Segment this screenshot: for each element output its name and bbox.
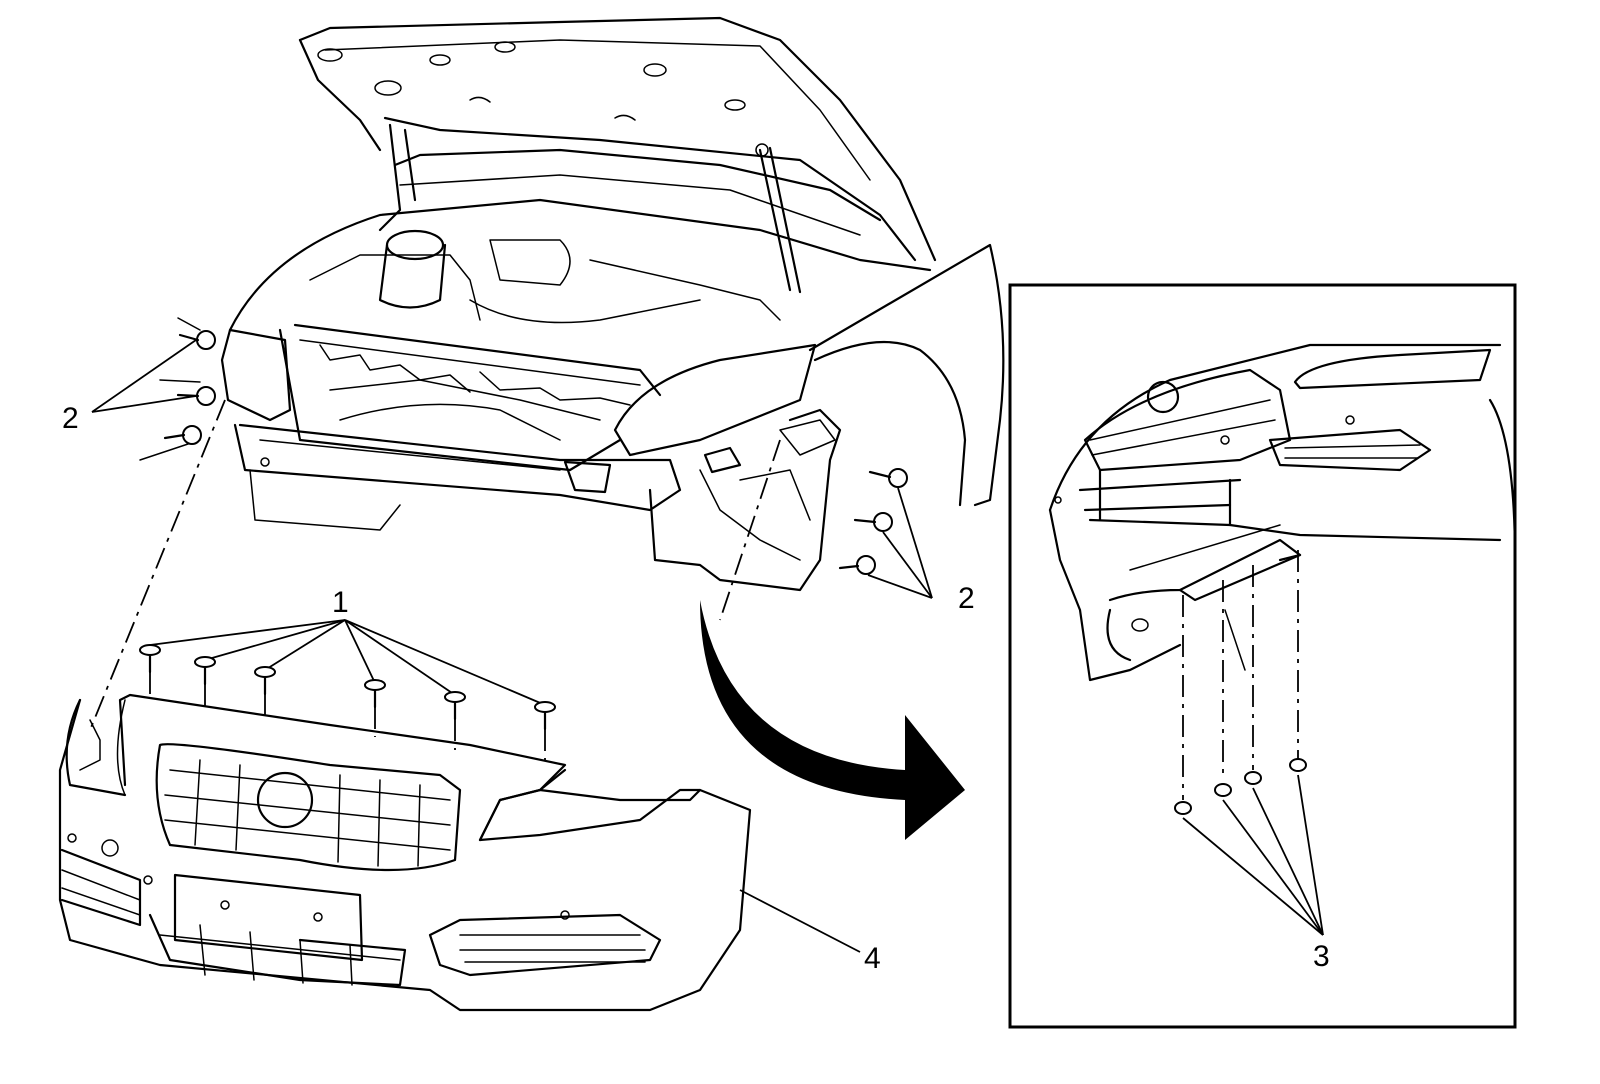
- detail-view-arrow-icon: [700, 600, 965, 840]
- open-hood: [298, 16, 937, 294]
- push-pin-icon: [139, 644, 556, 731]
- callout-1: 1: [332, 586, 349, 619]
- callout-3: 3: [1313, 940, 1330, 973]
- clip-icon: [1174, 758, 1307, 815]
- engine-compartment: [220, 198, 1005, 592]
- callout-2-right: 2: [958, 582, 975, 615]
- detail-view-panel: [1008, 283, 1517, 1029]
- callout-4: 4: [864, 942, 881, 975]
- front-bumper-fascia: [58, 693, 752, 1012]
- fastener-group-1: [139, 619, 556, 760]
- fastener-group-2-right: [838, 468, 908, 575]
- callout-2-left: 2: [62, 402, 79, 435]
- vehicle-front-body: [89, 16, 1005, 731]
- fastener-group-2-left: [139, 317, 216, 461]
- fastener-group-3: [1174, 550, 1324, 936]
